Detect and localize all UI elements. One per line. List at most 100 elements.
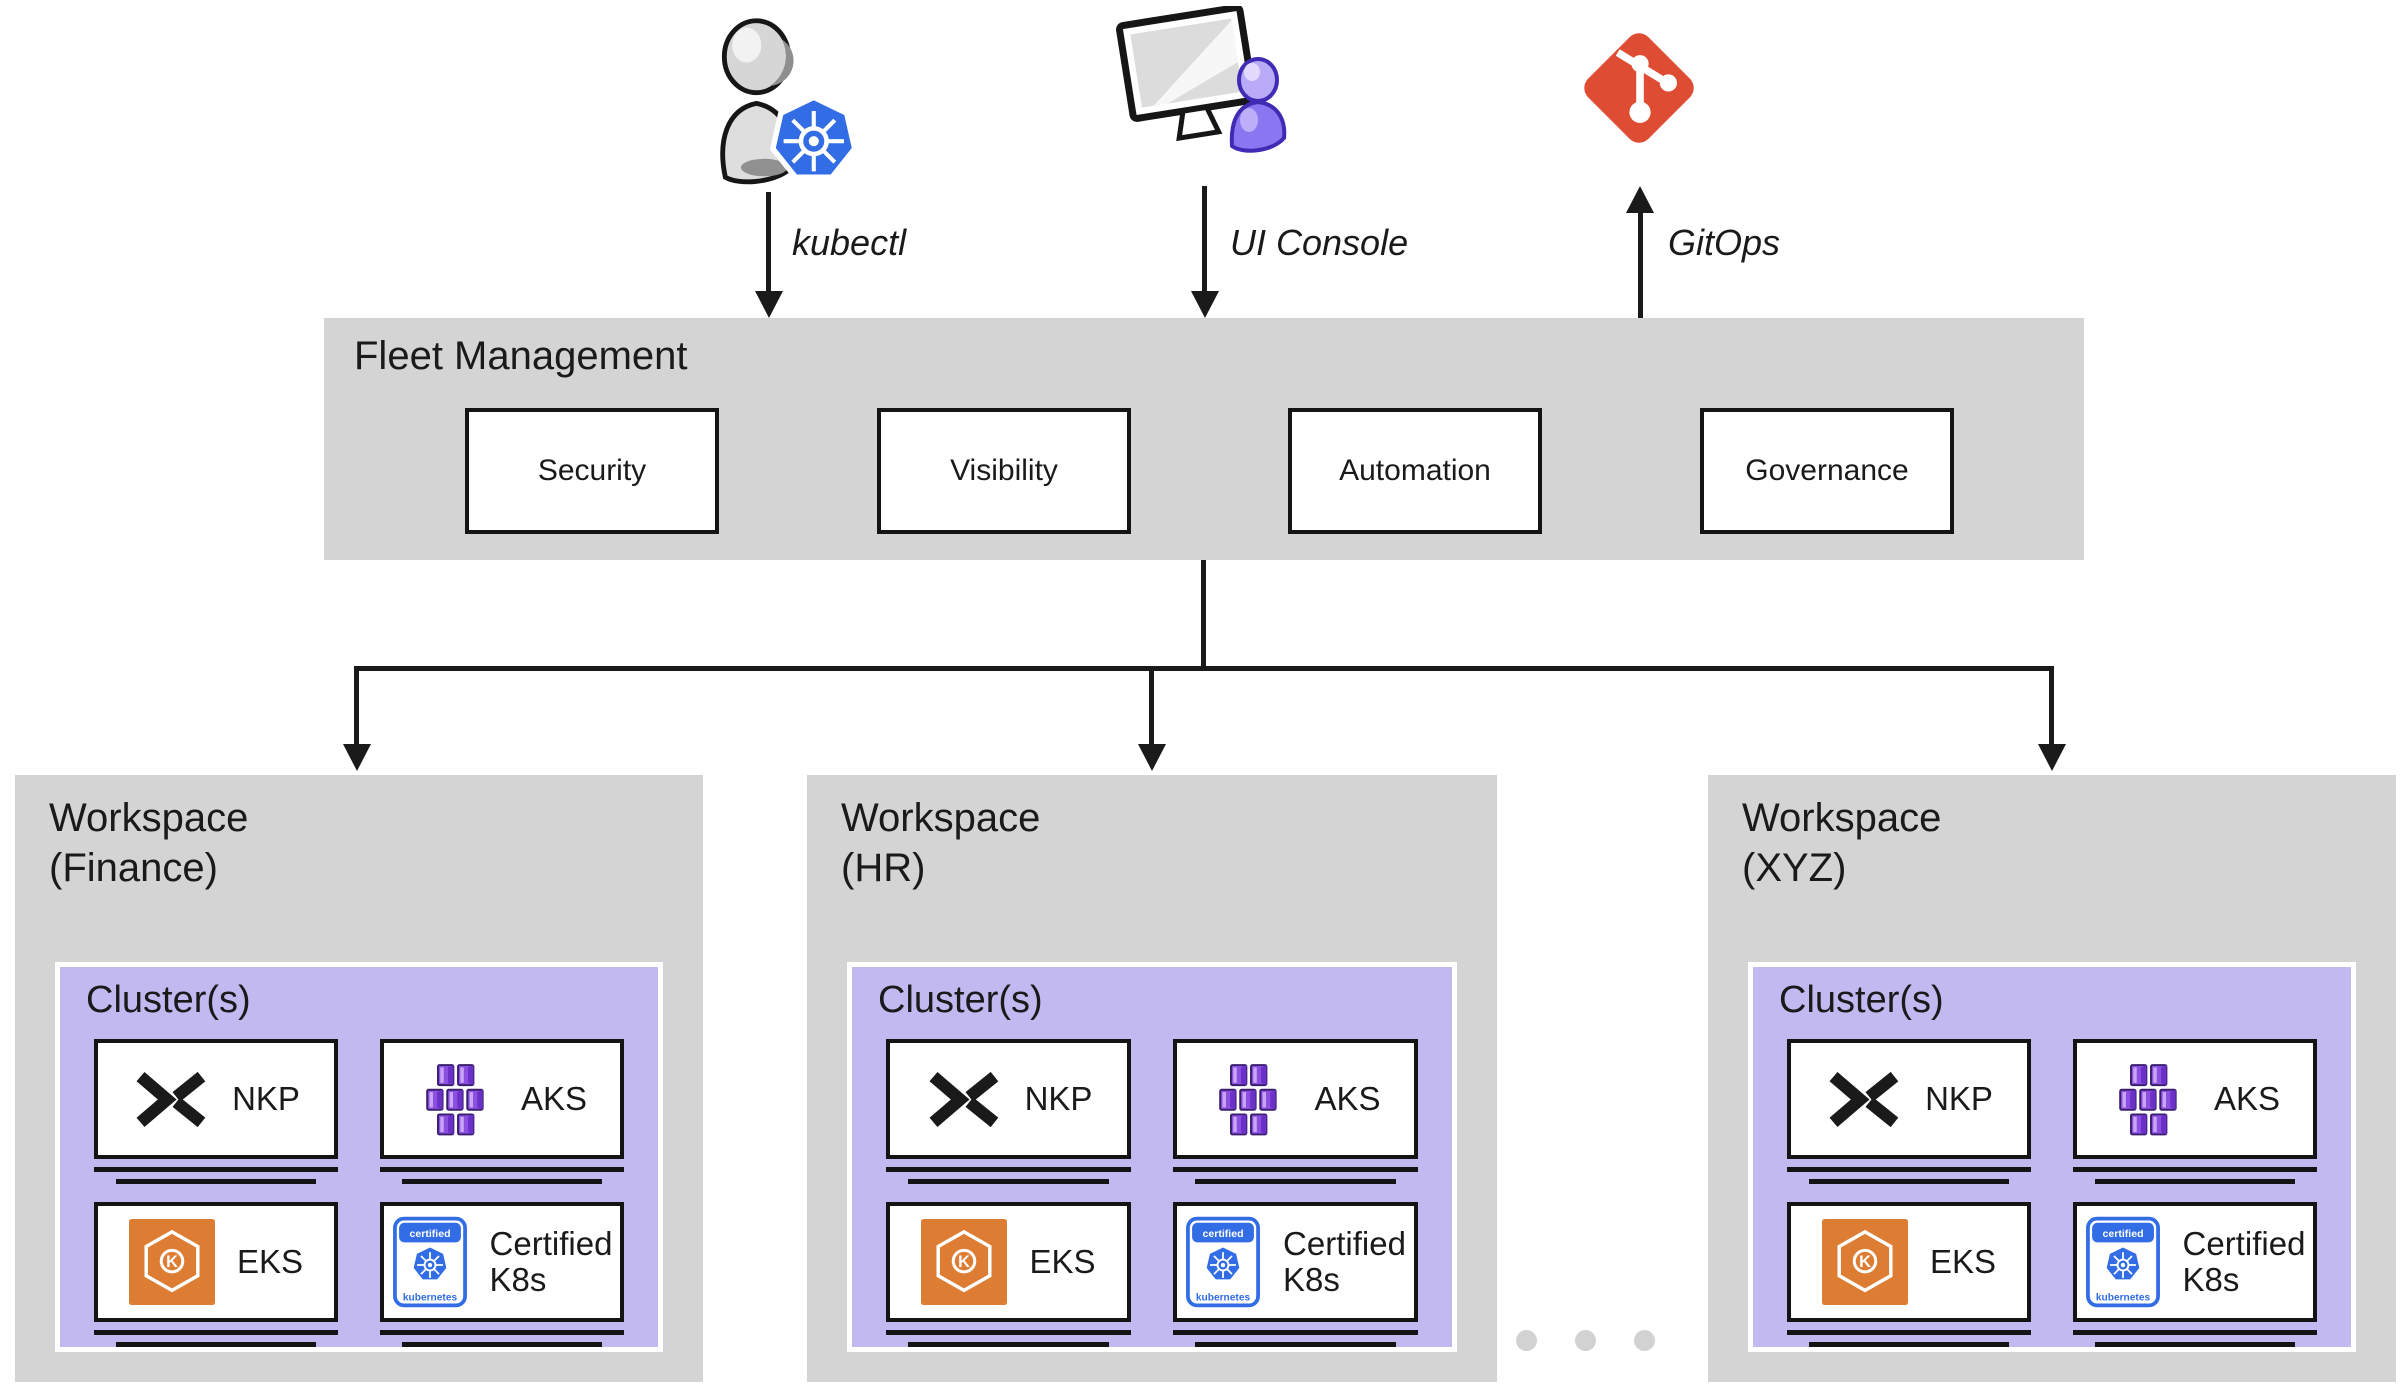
cluster-card-certk8s: Certified K8s (2073, 1202, 2317, 1322)
workspace-title-line: Workspace (841, 796, 1041, 840)
branch-arrowhead-left-icon (343, 744, 371, 771)
capability-label: Security (537, 454, 647, 487)
cluster-card-stack-certk8s: Certified K8s (2073, 1202, 2317, 1347)
stack-line (94, 1330, 338, 1335)
gitops-label: GitOps (1668, 222, 1781, 263)
cluster-card-stack-certk8s: Certified K8s (1173, 1202, 1418, 1347)
workspace-title-line: Workspace (49, 796, 249, 840)
fleet-management-title: Fleet Management (354, 334, 688, 378)
ellipsis-dot-icon (1575, 1330, 1596, 1351)
fleet-management-box: Fleet Management Security Visibility Aut… (324, 318, 2084, 560)
kubectl-label: kubectl (792, 222, 907, 263)
nutanix-x-icon (132, 1069, 210, 1130)
gitops-arrow-line (1638, 211, 1643, 318)
cluster-card-label: NKP (1024, 1080, 1093, 1118)
stack-line (1787, 1167, 2031, 1172)
aks-cubes-icon (417, 1062, 499, 1136)
cluster-card-nkp: NKP (1787, 1039, 2031, 1159)
tree-branch-line-middle (1149, 666, 1154, 746)
stack-line (1809, 1179, 2009, 1184)
eks-hexagon-icon (1822, 1219, 1908, 1305)
capability-box-visibility: Visibility (877, 408, 1131, 534)
cluster-card-certk8s: Certified K8s (1173, 1202, 1418, 1322)
kubectl-arrowhead-icon (755, 291, 783, 318)
git-icon (1584, 33, 1694, 143)
stack-line (1787, 1330, 2031, 1335)
aks-cubes-icon (1210, 1062, 1292, 1136)
workspace-finance-title: Workspace (Finance) (49, 793, 248, 893)
cluster-card-label: Certified K8s (489, 1225, 613, 1298)
cluster-grid: NKP AKS EKS (94, 1039, 624, 1347)
stack-line (2095, 1179, 2295, 1184)
eks-hexagon-icon (129, 1219, 215, 1305)
stack-line (380, 1167, 624, 1172)
workspace-subtitle-line: (XYZ) (1742, 846, 1847, 890)
stack-line (1173, 1330, 1418, 1335)
more-workspaces-ellipsis (1516, 1330, 1655, 1351)
cluster-container-hr: Cluster(s) NKP AKS (847, 962, 1457, 1352)
capability-box-security: Security (465, 408, 719, 534)
certified-kubernetes-badge-icon (2085, 1216, 2161, 1308)
kubectl-arrow-line (766, 192, 771, 292)
tree-trunk-line (1201, 560, 1206, 668)
cluster-card-label: EKS (1029, 1243, 1096, 1281)
cluster-card-label: Certified K8s (1283, 1225, 1406, 1298)
cluster-card-aks: AKS (2073, 1039, 2317, 1159)
ui-console-arrowhead-icon (1191, 291, 1219, 318)
workspace-subtitle-line: (Finance) (49, 846, 218, 890)
cluster-label: Cluster(s) (878, 979, 1043, 1021)
capability-label: Automation (1339, 454, 1491, 487)
cluster-card-stack-eks: EKS (1787, 1202, 2031, 1347)
cluster-card-aks: AKS (1173, 1039, 1418, 1159)
workspace-xyz-box: Workspace (XYZ) Cluster(s) NKP AKS (1708, 775, 2396, 1382)
stack-line (1809, 1342, 2009, 1347)
cluster-label: Cluster(s) (86, 979, 251, 1021)
stack-line (116, 1179, 316, 1184)
cluster-card-label: EKS (1929, 1243, 1997, 1281)
cluster-card-label: AKS (2213, 1080, 2281, 1118)
branch-arrowhead-middle-icon (1138, 744, 1166, 771)
tree-branch-line-left (354, 666, 359, 746)
cluster-card-nkp: NKP (94, 1039, 338, 1159)
cluster-card-label: AKS (1314, 1080, 1381, 1118)
stack-line (886, 1167, 1131, 1172)
stack-line (402, 1179, 602, 1184)
ellipsis-dot-icon (1634, 1330, 1655, 1351)
capability-label: Governance (1745, 454, 1909, 487)
ui-console-label: UI Console (1230, 222, 1409, 263)
capability-box-governance: Governance (1700, 408, 1954, 534)
branch-arrowhead-right-icon (2038, 744, 2066, 771)
ellipsis-dot-icon (1516, 1330, 1537, 1351)
cluster-card-stack-certk8s: Certified K8s (380, 1202, 624, 1347)
stack-line (380, 1330, 624, 1335)
cluster-card-label: NKP (232, 1080, 300, 1118)
cluster-card-label: EKS (236, 1243, 304, 1281)
nutanix-x-icon (925, 1069, 1003, 1130)
cluster-card-label: AKS (520, 1080, 588, 1118)
workspace-hr-title: Workspace (HR) (841, 793, 1040, 893)
stack-line (1195, 1179, 1396, 1184)
cluster-container-xyz: Cluster(s) NKP AKS (1748, 962, 2356, 1352)
cluster-card-stack-nkp: NKP (1787, 1039, 2031, 1184)
cluster-container-finance: Cluster(s) NKP AKS (55, 962, 663, 1352)
cluster-card-aks: AKS (380, 1039, 624, 1159)
stack-line (1195, 1342, 1396, 1347)
cluster-card-stack-eks: EKS (886, 1202, 1131, 1347)
ui-console-arrow-line (1202, 186, 1207, 292)
cluster-card-stack-nkp: NKP (94, 1039, 338, 1184)
stack-line (2095, 1342, 2295, 1347)
cluster-card-stack-aks: AKS (380, 1039, 624, 1184)
cluster-grid: NKP AKS EKS (886, 1039, 1418, 1347)
user-kubernetes-icon (720, 18, 866, 185)
cluster-label: Cluster(s) (1779, 979, 1944, 1021)
stack-line (1173, 1167, 1418, 1172)
aks-cubes-icon (2110, 1062, 2192, 1136)
cluster-card-stack-aks: AKS (1173, 1039, 1418, 1184)
cluster-card-label: Certified K8s (2182, 1225, 2306, 1298)
workspace-finance-box: Workspace (Finance) Cluster(s) NKP AKS (15, 775, 703, 1382)
stack-line (116, 1342, 316, 1347)
cluster-card-eks: EKS (1787, 1202, 2031, 1322)
stack-line (402, 1342, 602, 1347)
cluster-card-eks: EKS (886, 1202, 1131, 1322)
